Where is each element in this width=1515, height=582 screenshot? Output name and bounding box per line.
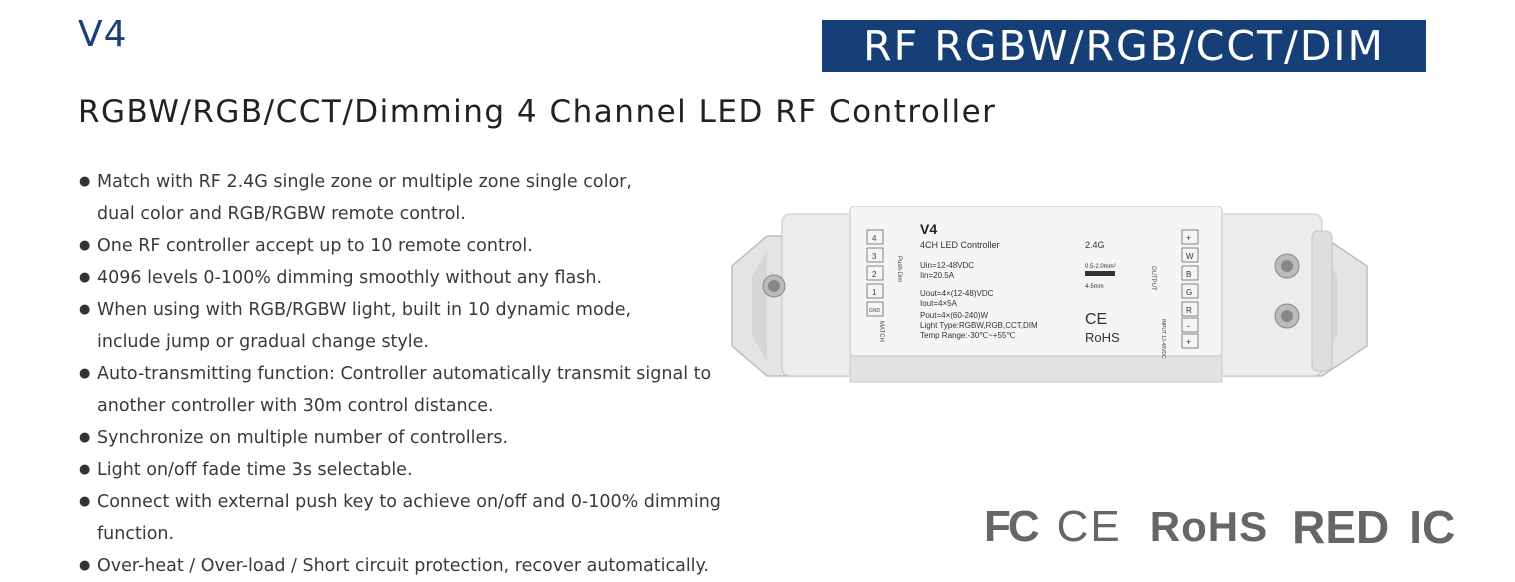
terminal-label: G <box>1186 288 1192 297</box>
spec-uout: Uout=4×(12-48)VDC <box>920 289 994 298</box>
fc-logo: FC <box>984 502 1040 551</box>
ic-logo: IC <box>1409 501 1456 553</box>
feature-item: Connect with external push key to achiev… <box>79 486 799 550</box>
product-category-banner: RF RGBW/RGB/CCT/DIM <box>822 20 1426 72</box>
gnd-label: GND <box>869 308 881 314</box>
push-dim-label: Push-Dim <box>896 256 902 282</box>
model-number: V4 <box>78 14 128 55</box>
feature-item: Over-heat / Over-load / Short circuit pr… <box>79 550 799 582</box>
device-band: 2.4G <box>1085 240 1105 250</box>
feature-item: Light on/off fade time 3s selectable. <box>79 454 799 486</box>
ce-logo: CE <box>1056 502 1122 551</box>
rohs-logo: RoHS <box>1149 503 1269 550</box>
feature-item: When using with RGB/RGBW light, built in… <box>79 294 799 358</box>
spec-uin: Uin=12-48VDC <box>920 261 974 270</box>
spec-iout: Iout=4×5A <box>920 299 958 308</box>
terminal-label: 2 <box>872 270 877 279</box>
feature-list: Match with RF 2.4G single zone or multip… <box>79 166 799 582</box>
feature-item: Synchronize on multiple number of contro… <box>79 422 799 454</box>
spec-pout: Pout=4×(60-240)W <box>920 311 988 320</box>
terminal-label: 1 <box>872 288 877 297</box>
device-model: V4 <box>920 221 937 237</box>
device-ce-mark: CE <box>1085 311 1107 328</box>
terminal-label: + <box>1186 337 1191 347</box>
terminal-label: W <box>1186 252 1194 261</box>
feature-item: 4096 levels 0-100% dimming smoothly with… <box>79 262 799 294</box>
feature-item: One RF controller accept up to 10 remote… <box>79 230 799 262</box>
feature-item: Match with RF 2.4G single zone or multip… <box>79 166 799 230</box>
screw-icon <box>1274 253 1300 279</box>
wire-gauge: 0.5-2.0mm² <box>1085 264 1116 270</box>
terminal-label: - <box>1187 321 1190 331</box>
device-name: 4CH LED Controller <box>920 240 1000 250</box>
terminal-label: 3 <box>872 252 877 261</box>
screw-icon <box>762 274 786 298</box>
terminal-label: + <box>1186 233 1191 243</box>
match-label: MATCH <box>878 321 884 342</box>
certification-logos: FC CE RoHS RED IC <box>984 500 1455 554</box>
spec-iin: Iin=20.5A <box>920 271 955 280</box>
red-logo: RED <box>1292 501 1390 553</box>
screw-icon <box>1274 303 1300 329</box>
feature-item: Auto-transmitting function: Controller a… <box>79 358 799 422</box>
terminal-label: R <box>1186 306 1192 315</box>
terminal-label: B <box>1186 270 1191 279</box>
input-label: INPUT 12-48VDC <box>1160 319 1166 359</box>
output-label: OUTPUT <box>1150 266 1156 291</box>
spec-temp: Temp Range:-30℃~+55℃ <box>920 331 1015 340</box>
wire-strip: 4-5mm <box>1085 284 1104 290</box>
controller-device-image: 4 3 2 1 GND Push-Dim MATCH V4 4CH LED Co… <box>731 206 1368 383</box>
terminal-label: 4 <box>872 234 877 243</box>
product-title: RGBW/RGB/CCT/Dimming 4 Channel LED RF Co… <box>78 94 997 130</box>
spec-light-type: Light Type:RGBW,RGB,CCT,DIM <box>920 321 1038 330</box>
device-rohs-mark: RoHS <box>1085 330 1120 345</box>
